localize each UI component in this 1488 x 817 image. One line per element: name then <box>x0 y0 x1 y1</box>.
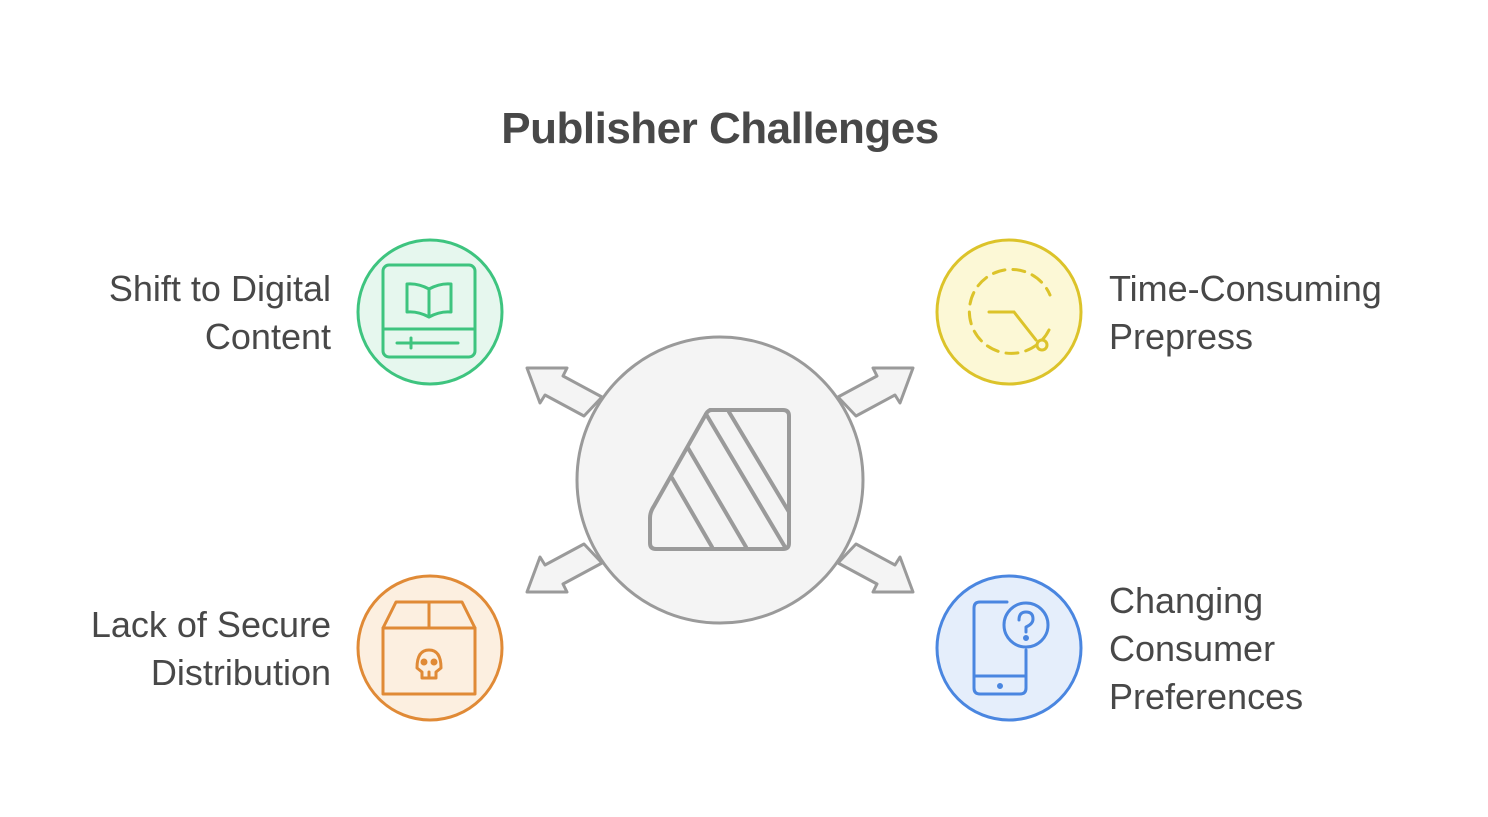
node-circle <box>356 574 504 722</box>
label-line: Time-Consuming <box>1109 268 1382 309</box>
arrow-down-right <box>836 542 915 594</box>
striped-document-icon <box>648 408 791 551</box>
diagram-title: Publisher Challenges <box>501 104 939 153</box>
label-shift-to-digital-content: Shift to Digital Content <box>109 265 331 361</box>
node-shift-to-digital-content <box>356 238 504 386</box>
arrow-up-left <box>525 366 604 418</box>
label-lack-of-secure-distribution: Lack of Secure Distribution <box>91 601 331 697</box>
label-line: Prepress <box>1109 316 1254 357</box>
ebook-reader-icon <box>381 263 477 359</box>
label-line: Consumer <box>1109 628 1276 669</box>
node-time-consuming-prepress <box>935 238 1083 386</box>
arrow-up-right <box>836 366 915 418</box>
arrows <box>525 366 915 594</box>
label-line: Lack of Secure <box>90 604 331 645</box>
phone-question-icon <box>972 600 1050 696</box>
label-line: Distribution <box>150 652 331 693</box>
center-hub <box>575 335 865 625</box>
label-changing-consumer-preferences: Changing Consumer Preferences <box>1109 577 1303 721</box>
node-lack-of-secure-distribution <box>356 574 504 722</box>
label-line: Content <box>204 316 331 357</box>
box-with-skull-icon <box>381 600 477 696</box>
node-circle <box>935 574 1083 722</box>
timer-dial-icon <box>967 267 1052 355</box>
label-line: Shift to Digital <box>108 268 331 309</box>
label-line: Changing <box>1109 580 1264 621</box>
node-changing-consumer-preferences <box>935 574 1083 722</box>
arrow-down-left <box>525 542 604 594</box>
label-time-consuming-prepress: Time-Consuming Prepress <box>1109 265 1382 361</box>
label-line: Preferences <box>1109 676 1304 717</box>
